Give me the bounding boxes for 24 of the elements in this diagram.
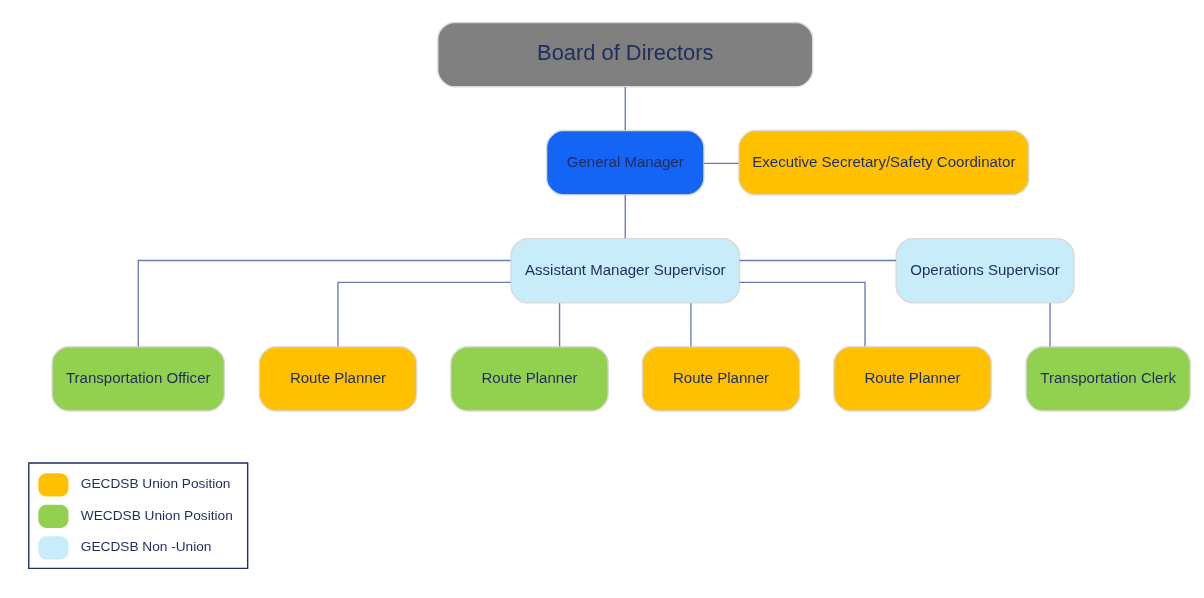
node-box: Executive Secretary/Safety Coordinator (738, 129, 1030, 196)
node-box: Board of Directors (437, 21, 814, 87)
node-box: Transportation Clerk (1025, 345, 1191, 412)
legend-label: GECDSB Non -Union (80, 538, 212, 554)
connector (624, 85, 626, 131)
node-box: Route Planner (258, 345, 418, 412)
legend-label: WECDSB Union Position (80, 507, 233, 523)
node-box: Assistant Manager Supervisor (510, 237, 741, 304)
connector (703, 162, 740, 164)
node-box: Operations Supervisor (895, 237, 1075, 304)
node-box: Transportation Officer (51, 345, 226, 412)
connector (738, 259, 897, 261)
node-box: Route Planner (450, 345, 609, 412)
connector (558, 302, 561, 347)
connector (690, 302, 692, 347)
node-box: Route Planner (641, 345, 801, 412)
connector (624, 193, 626, 239)
connector (738, 281, 866, 347)
connector (337, 281, 512, 347)
connector (137, 259, 512, 347)
legend-label: GECDSB Union Position (80, 475, 231, 491)
connector (1049, 302, 1051, 347)
node-box: Route Planner (833, 345, 992, 412)
node-box: General Manager (545, 129, 705, 196)
